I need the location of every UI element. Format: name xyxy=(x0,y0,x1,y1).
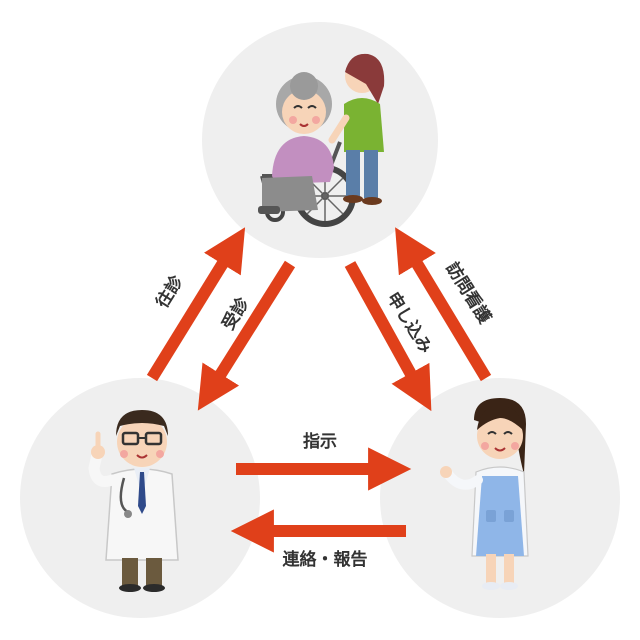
edge-arrow-patient-to-nurse xyxy=(344,261,432,412)
edge-arrow-patient-to-doctor xyxy=(197,260,296,411)
nurse-illustration xyxy=(440,398,529,590)
edge-arrow-nurse-to-patient xyxy=(395,227,492,382)
edge-label-shiji: 指示 xyxy=(303,431,337,452)
arrows xyxy=(146,227,492,553)
edge-label-renraku-houkoku: 連絡・報告 xyxy=(283,549,368,570)
doctor-illustration xyxy=(88,410,179,592)
edge-label-oushin: 往診 xyxy=(152,271,188,312)
elderly-patient-with-caregiver-illustration xyxy=(258,53,385,227)
edge-arrow-doctor-to-patient xyxy=(146,227,246,382)
